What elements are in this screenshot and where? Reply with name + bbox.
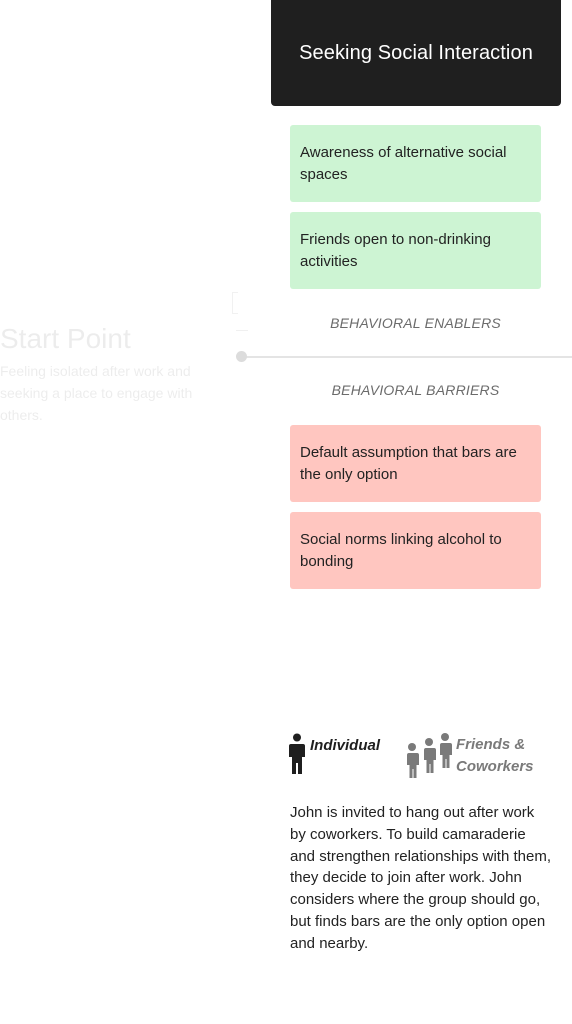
actor-group-label: Friends & Coworkers — [456, 736, 534, 775]
enabler-card: Awareness of alternative social spaces — [290, 125, 541, 202]
timeline-node — [236, 351, 247, 362]
faded-stage-description: Feeling isolated after work and seeking … — [0, 363, 193, 423]
barrier-card: Default assumption that bars are the onl… — [290, 425, 541, 502]
faded-stage-title: Start Point — [0, 323, 131, 354]
faded-dash — [236, 330, 248, 331]
actor-group: Friends & Coworkers — [404, 732, 546, 778]
actor-individual-label: Individual — [310, 737, 381, 754]
timeline-line — [242, 356, 572, 358]
faded-bracket — [232, 292, 238, 314]
enablers-label: BEHAVIORAL ENABLERS — [330, 315, 501, 331]
stage-title: Seeking Social Interaction — [299, 41, 533, 64]
narrative-text: John is invited to hang out after work b… — [290, 804, 551, 952]
enabler-card: Friends open to non-drinking activities — [290, 212, 541, 289]
group-icon — [407, 733, 452, 778]
barrier-card: Social norms linking alcohol to bonding — [290, 512, 541, 589]
actor-individual: Individual — [288, 733, 380, 775]
person-icon — [289, 733, 305, 774]
barriers-label: BEHAVIORAL BARRIERS — [331, 382, 500, 398]
stage-header: Seeking Social Interaction — [271, 0, 561, 106]
faded-previous-stage: Start Point Feeling isolated after work … — [0, 322, 220, 426]
